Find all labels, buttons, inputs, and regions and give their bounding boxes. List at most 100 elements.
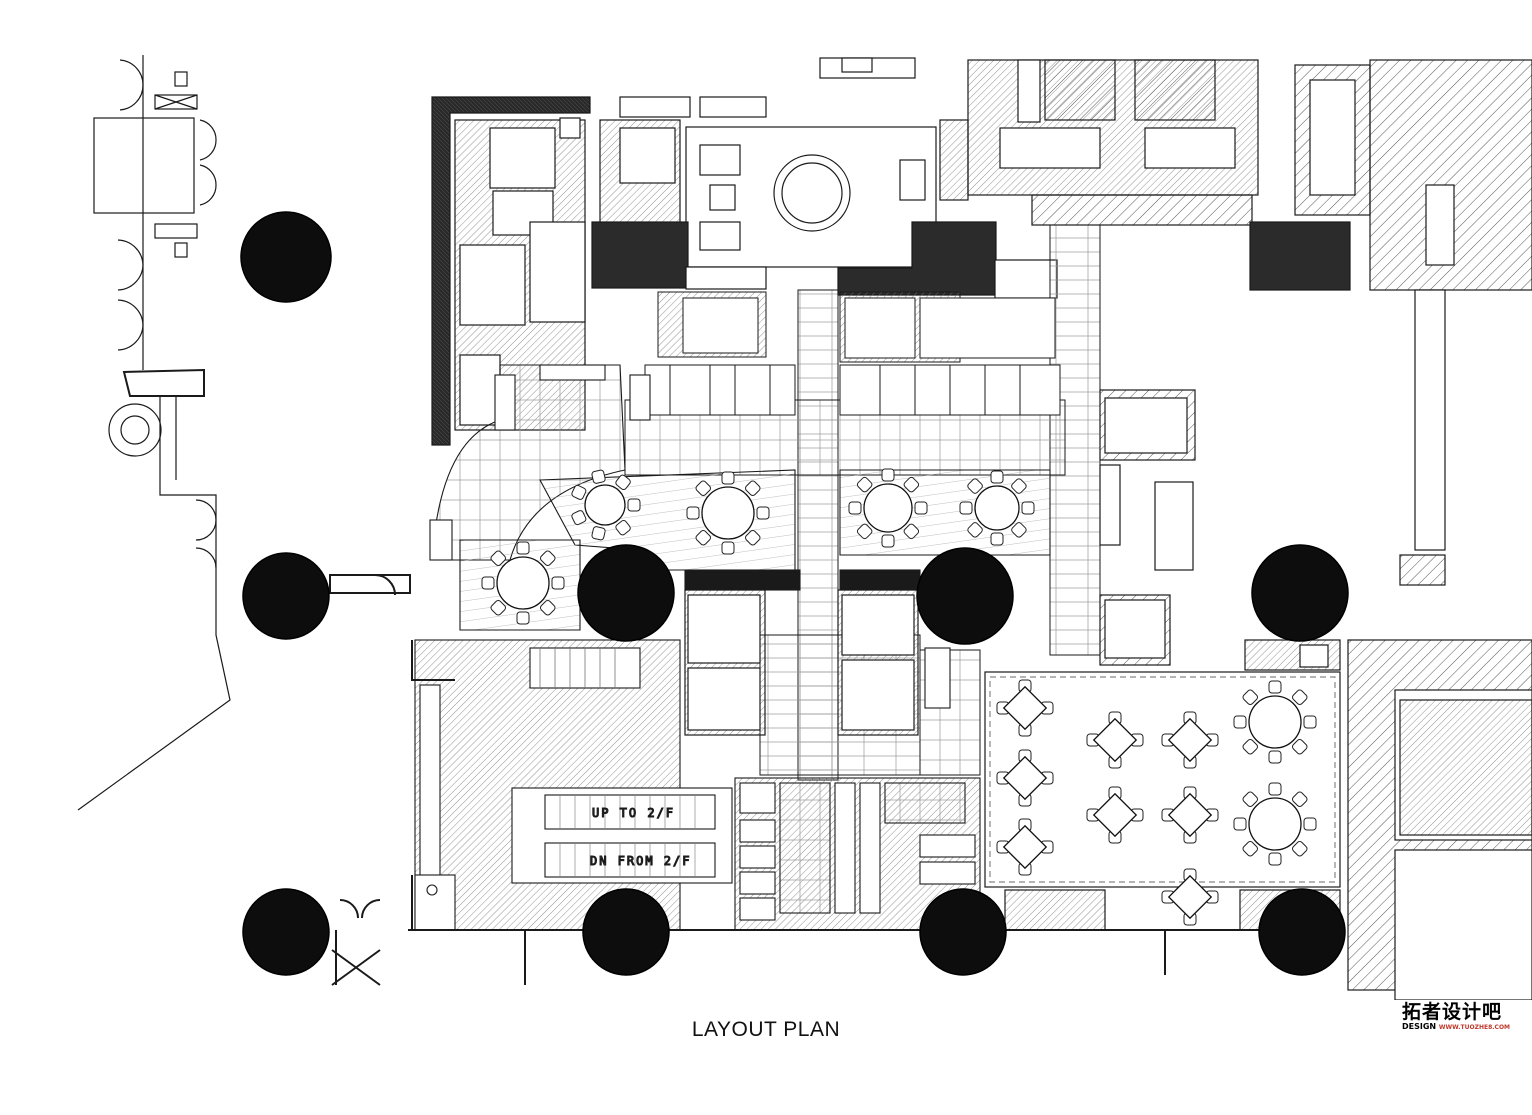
chair [1242, 689, 1258, 705]
column [577, 544, 675, 642]
round-table [686, 471, 770, 555]
table-top [1002, 685, 1048, 731]
round-table [571, 469, 641, 541]
chair [1292, 739, 1308, 755]
table-top [584, 484, 626, 526]
chair [1011, 478, 1027, 494]
table-top [1092, 792, 1138, 838]
square-table [996, 679, 1054, 737]
table-top [701, 486, 755, 540]
chair [591, 469, 606, 484]
chair [1242, 841, 1258, 857]
watermark-brand: 拓者设计吧 [1402, 1001, 1503, 1023]
table-top [1167, 874, 1213, 920]
round-table [959, 470, 1035, 546]
chair [881, 468, 895, 482]
square-tables [996, 679, 1219, 926]
column [582, 888, 670, 976]
watermark-logo: 拓者设计吧 DESIGN WWW.TUOZHE8.COM [1402, 1002, 1526, 1038]
chair [745, 530, 761, 546]
exterior-entrance [77, 55, 231, 811]
watermark-prefix: DESIGN [1402, 1022, 1437, 1031]
chair [1292, 791, 1308, 807]
chair [990, 470, 1004, 484]
chair [490, 550, 506, 566]
chair [903, 523, 920, 540]
chair [1011, 522, 1027, 538]
chair [903, 476, 920, 493]
chair [1268, 852, 1282, 866]
chair [1268, 750, 1282, 764]
watermark-url: WWW.TUOZHE8.COM [1438, 1024, 1511, 1031]
chair [490, 600, 506, 616]
table-top [863, 483, 913, 533]
chair [1268, 680, 1282, 694]
square-table [1161, 711, 1219, 769]
chair [914, 501, 928, 515]
stair-up-label: UP TO 2/F [592, 806, 675, 820]
chair [967, 522, 983, 538]
chair [848, 501, 862, 515]
column [1258, 888, 1346, 976]
chair [1303, 817, 1317, 831]
chair [967, 478, 983, 494]
outer-walls [329, 574, 1260, 986]
table-top [1002, 755, 1048, 801]
chair [627, 498, 641, 512]
chair [1292, 689, 1308, 705]
table-top [1167, 717, 1213, 763]
column [919, 888, 1007, 976]
left-service-block [431, 96, 767, 446]
structural-columns [240, 211, 1349, 976]
chair [481, 576, 495, 590]
chair [551, 576, 565, 590]
round-table [481, 541, 565, 625]
chair [615, 519, 631, 536]
private-dining-room [591, 119, 997, 296]
square-table [1161, 868, 1219, 926]
column [242, 552, 330, 640]
table-top [1248, 797, 1302, 851]
chair [516, 541, 530, 555]
chair [721, 471, 735, 485]
chair [756, 506, 770, 520]
column [1251, 544, 1349, 642]
table-top [1002, 824, 1048, 870]
chair [516, 611, 530, 625]
square-table [996, 749, 1054, 807]
watermark-subline: DESIGN WWW.TUOZHE8.COM [1402, 1022, 1526, 1033]
chair [1242, 739, 1258, 755]
chair [591, 526, 606, 541]
chair [540, 600, 556, 616]
chair [721, 541, 735, 555]
chair [1021, 501, 1035, 515]
stair-down-label: DN FROM 2/F [590, 854, 691, 868]
floor-plan-drawing: UP TO 2/F DN FROM 2/F [77, 55, 1532, 1000]
drawing-caption: LAYOUT PLAN [691, 1018, 841, 1041]
chair [856, 523, 873, 540]
chair [856, 476, 873, 493]
chair [881, 534, 895, 548]
top-service-area [819, 57, 1532, 299]
square-table [1086, 786, 1144, 844]
table-top [1167, 792, 1213, 838]
chair [1233, 715, 1247, 729]
chair [571, 484, 587, 500]
table-top [496, 556, 550, 610]
chair [686, 506, 700, 520]
table-top [1092, 717, 1138, 763]
square-table [1161, 786, 1219, 844]
lower-rooms [684, 289, 1532, 1000]
table-top [974, 485, 1020, 531]
round-tables [481, 468, 1317, 866]
square-table [996, 818, 1054, 876]
chair [990, 532, 1004, 546]
column [240, 211, 332, 303]
table-top [1248, 695, 1302, 749]
booth-rows [644, 291, 1061, 416]
chair [695, 530, 711, 546]
chair [1242, 791, 1258, 807]
chair [571, 510, 587, 526]
chair [1268, 782, 1282, 796]
chair [540, 550, 556, 566]
